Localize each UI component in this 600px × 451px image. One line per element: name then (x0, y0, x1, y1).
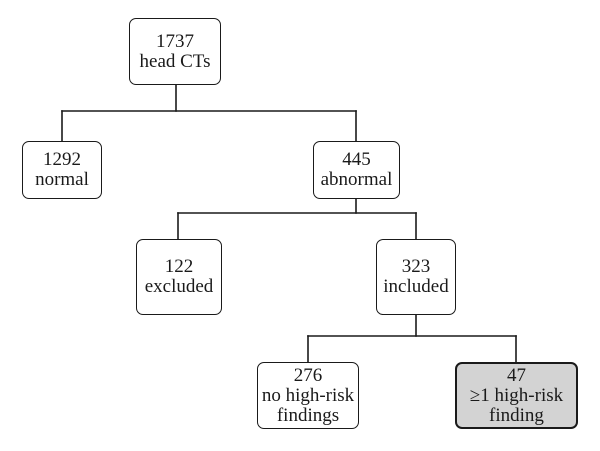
node-included: 323 included (376, 239, 456, 315)
node-normal-count: 1292 (43, 149, 81, 170)
node-excluded: 122 excluded (136, 239, 222, 315)
node-abnormal-count: 445 (342, 149, 371, 170)
node-normal: 1292 normal (22, 141, 102, 199)
node-no-high-risk-count: 276 (293, 364, 323, 386)
node-excluded-count: 122 (164, 256, 194, 277)
node-abnormal-label: abnormal (320, 169, 393, 190)
node-high-risk-count: 47 (507, 364, 526, 386)
node-included-count: 323 (401, 256, 431, 277)
node-no-high-risk-label-line1: no high-risk (261, 384, 355, 406)
node-normal-label: normal (35, 169, 89, 190)
node-no-high-risk-label-line2: findings (276, 404, 340, 426)
node-head-cts: 1737 head CTs (129, 18, 221, 85)
node-no-high-risk-findings: 276 no high-risk findings (257, 362, 359, 429)
node-high-risk-finding: 47 ≥1 high-risk finding (455, 362, 578, 429)
node-high-risk-label-line2: finding (489, 404, 544, 426)
node-included-label: included (383, 276, 449, 297)
node-head-cts-count: 1737 (156, 30, 194, 52)
node-excluded-label: excluded (144, 276, 214, 297)
node-head-cts-label: head CTs (139, 50, 211, 72)
node-abnormal: 445 abnormal (313, 141, 400, 199)
node-high-risk-label-line1: ≥1 high-risk (469, 384, 564, 406)
